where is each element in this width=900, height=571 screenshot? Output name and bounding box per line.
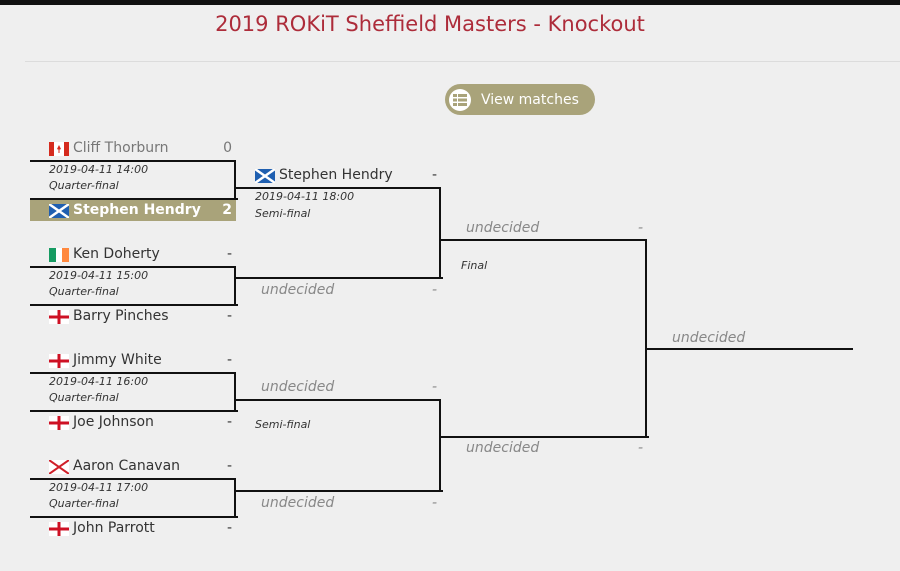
bracket-line	[439, 187, 441, 279]
match-round: Quarter-final	[49, 497, 119, 510]
player-score: -	[226, 246, 232, 262]
match-round: Quarter-final	[49, 285, 119, 298]
player-name: Jimmy White	[73, 352, 162, 368]
bracket-line	[30, 266, 236, 268]
bracket-line	[439, 399, 441, 492]
view-matches-label: View matches	[481, 91, 579, 108]
bracket-line	[645, 239, 647, 438]
player-name: John Parrott	[73, 520, 155, 536]
bracket-line	[441, 239, 647, 241]
bracket-line	[234, 372, 236, 412]
player-score: -	[226, 352, 232, 368]
bracket-line	[234, 478, 236, 518]
bracket-line	[236, 187, 441, 189]
player-score: -	[226, 520, 232, 536]
scotland-flag-icon	[49, 203, 69, 218]
bracket-line	[234, 266, 236, 306]
player-name: undecided	[672, 330, 746, 346]
match-date: 2019-04-11 14:00	[49, 163, 149, 176]
player-score: 0	[223, 140, 232, 156]
bracket-line	[30, 478, 236, 480]
player-row[interactable]: undecided	[647, 328, 853, 349]
england-flag-icon	[49, 353, 69, 368]
scotland-flag-icon	[255, 168, 275, 183]
player-row[interactable]: Joe Johnson -	[30, 412, 236, 433]
player-score: -	[637, 440, 643, 456]
player-row[interactable]: undecided -	[236, 280, 441, 301]
player-row[interactable]: undecided -	[441, 218, 647, 239]
player-row[interactable]: Jimmy White -	[30, 350, 236, 371]
player-name: Ken Doherty	[73, 246, 160, 262]
match-date: 2019-04-11 17:00	[49, 481, 149, 494]
player-name: Barry Pinches	[73, 308, 169, 324]
player-name: Stephen Hendry	[279, 167, 393, 183]
player-row[interactable]: Aaron Canavan -	[30, 456, 236, 477]
divider	[25, 61, 900, 62]
bracket-line	[30, 410, 238, 412]
player-row[interactable]: Barry Pinches -	[30, 306, 236, 327]
match-round: Semi-final	[255, 207, 311, 220]
player-name: undecided	[261, 379, 335, 395]
match-date: 2019-04-11 16:00	[49, 375, 149, 388]
match-round: Semi-final	[255, 418, 311, 431]
bracket-line	[30, 160, 236, 162]
player-name: Joe Johnson	[73, 414, 154, 430]
bracket-line	[30, 198, 238, 200]
canada-flag-icon	[49, 141, 69, 156]
player-score: -	[226, 308, 232, 324]
list-icon	[449, 88, 471, 111]
match-date: 2019-04-11 15:00	[49, 269, 149, 282]
player-row[interactable]: Stephen Hendry -	[236, 165, 441, 186]
jersey-flag-icon	[49, 459, 69, 474]
player-name: undecided	[466, 440, 540, 456]
player-row[interactable]: Stephen Hendry 2	[30, 200, 236, 221]
player-row[interactable]: Ken Doherty -	[30, 244, 236, 265]
player-row[interactable]: undecided -	[236, 377, 441, 398]
player-name: undecided	[261, 495, 335, 511]
player-name: Aaron Canavan	[73, 458, 181, 474]
bracket-line	[236, 399, 441, 401]
bracket-line	[30, 516, 238, 518]
top-bar	[0, 0, 900, 5]
player-row[interactable]: undecided -	[236, 493, 441, 514]
bracket-line	[441, 436, 649, 438]
player-score: -	[226, 458, 232, 474]
bracket-line	[236, 490, 443, 492]
player-name: Stephen Hendry	[73, 202, 201, 218]
bracket-line	[236, 277, 443, 279]
bracket-line	[234, 160, 236, 200]
bracket-line	[647, 348, 853, 350]
match-round: Quarter-final	[49, 179, 119, 192]
view-matches-button[interactable]: View matches	[445, 84, 595, 115]
match-round: Quarter-final	[49, 391, 119, 404]
player-row[interactable]: John Parrott -	[30, 518, 236, 539]
player-score: -	[431, 282, 437, 298]
player-score: -	[637, 220, 643, 236]
player-score: -	[226, 414, 232, 430]
player-score: -	[431, 167, 437, 183]
player-row[interactable]: undecided -	[441, 438, 647, 459]
player-row[interactable]: Cliff Thorburn 0	[30, 138, 236, 159]
page-title: 2019 ROKiT Sheffield Masters - Knockout	[215, 12, 645, 36]
player-score: -	[431, 495, 437, 511]
match-round: Final	[461, 259, 488, 272]
england-flag-icon	[49, 521, 69, 536]
england-flag-icon	[49, 309, 69, 324]
bracket-line	[30, 304, 238, 306]
ireland-flag-icon	[49, 247, 69, 262]
match-date: 2019-04-11 18:00	[255, 190, 355, 203]
player-name: undecided	[466, 220, 540, 236]
bracket-line	[30, 372, 236, 374]
player-score: 2	[222, 202, 232, 218]
player-score: -	[431, 379, 437, 395]
player-name: Cliff Thorburn	[73, 140, 169, 156]
england-flag-icon	[49, 415, 69, 430]
player-name: undecided	[261, 282, 335, 298]
